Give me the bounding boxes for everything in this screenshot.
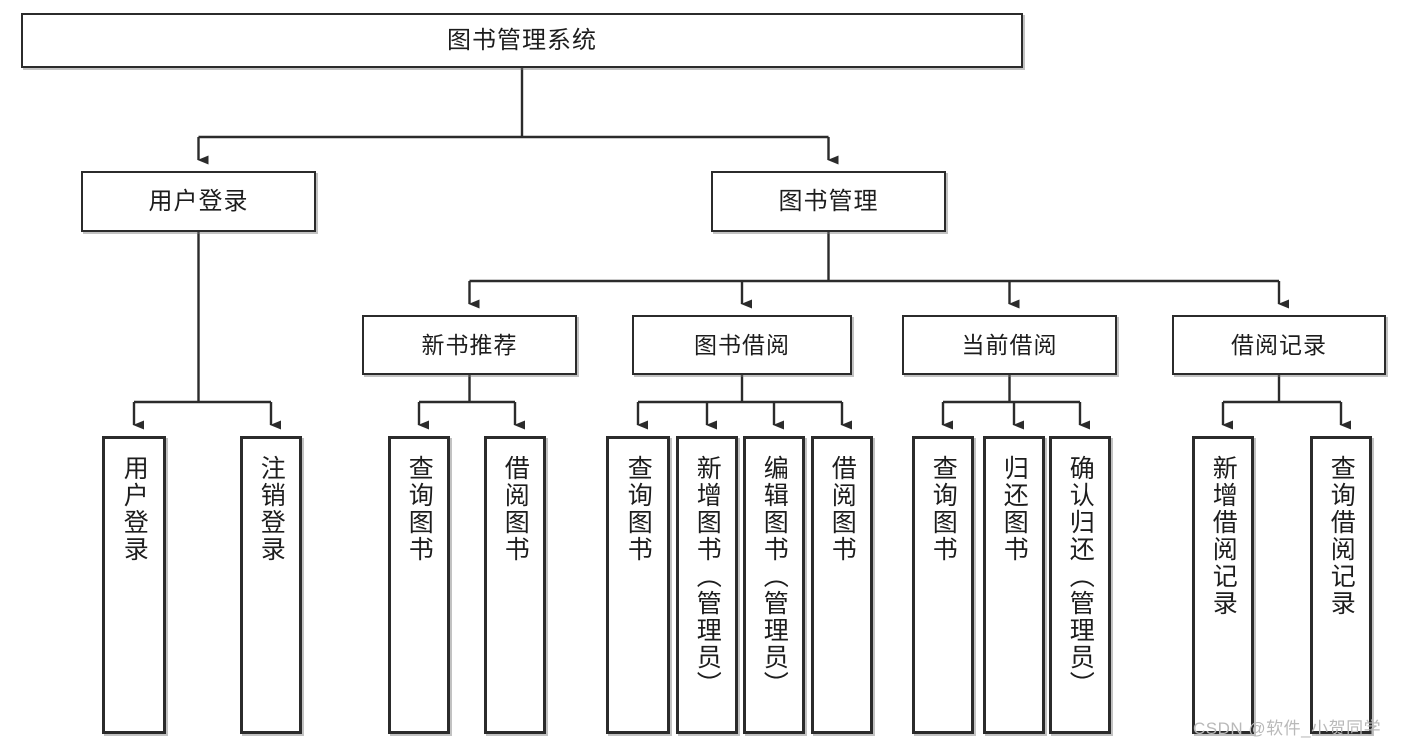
node-current[interactable]: 当前借阅 <box>902 315 1117 375</box>
node-l_q3[interactable]: 查询图书 <box>912 436 974 734</box>
node-label: 编辑图书（管理员） <box>760 455 789 698</box>
node-label: 借阅图书 <box>828 455 857 563</box>
node-root[interactable]: 图书管理系统 <box>21 13 1023 68</box>
node-l_login[interactable]: 用户登录 <box>102 436 166 734</box>
node-l_b1[interactable]: 借阅图书 <box>484 436 546 734</box>
node-l_ret[interactable]: 归还图书 <box>983 436 1045 734</box>
node-label: 查询图书 <box>929 455 958 563</box>
node-l_b2[interactable]: 借阅图书 <box>811 436 873 734</box>
node-new_rec[interactable]: 新书推荐 <box>362 315 577 375</box>
node-user_login[interactable]: 用户登录 <box>81 171 316 232</box>
node-label: 新增借阅记录 <box>1209 455 1238 617</box>
node-l_logout[interactable]: 注销登录 <box>240 436 302 734</box>
node-l_qrec[interactable]: 查询借阅记录 <box>1310 436 1372 734</box>
node-l_q1[interactable]: 查询图书 <box>388 436 450 734</box>
node-label: 查询图书 <box>624 455 653 563</box>
node-label: 用户登录 <box>120 455 149 563</box>
node-label: 图书管理 <box>778 187 879 215</box>
node-label: 借阅图书 <box>501 455 530 563</box>
node-borrow[interactable]: 图书借阅 <box>632 315 852 375</box>
node-book_mgmt[interactable]: 图书管理 <box>711 171 946 232</box>
node-label: 新书推荐 <box>421 331 518 358</box>
node-label: 图书借阅 <box>694 331 790 358</box>
node-label: 图书管理系统 <box>447 26 597 54</box>
node-l_q2[interactable]: 查询图书 <box>606 436 670 734</box>
node-label: 当前借阅 <box>961 331 1058 358</box>
node-label: 归还图书 <box>1000 455 1029 563</box>
node-l_edit[interactable]: 编辑图书（管理员） <box>743 436 805 734</box>
node-label: 确认归还（管理员） <box>1066 455 1095 698</box>
node-records[interactable]: 借阅记录 <box>1172 315 1386 375</box>
node-l_addrec[interactable]: 新增借阅记录 <box>1192 436 1254 734</box>
node-label: 新增图书（管理员） <box>693 455 722 698</box>
node-label: 借阅记录 <box>1231 331 1327 358</box>
node-label: 查询图书 <box>405 455 434 563</box>
node-label: 用户登录 <box>148 187 249 215</box>
node-l_add[interactable]: 新增图书（管理员） <box>676 436 738 734</box>
node-label: 查询借阅记录 <box>1327 455 1356 617</box>
node-l_confirm[interactable]: 确认归还（管理员） <box>1049 436 1111 734</box>
node-label: 注销登录 <box>257 455 286 563</box>
